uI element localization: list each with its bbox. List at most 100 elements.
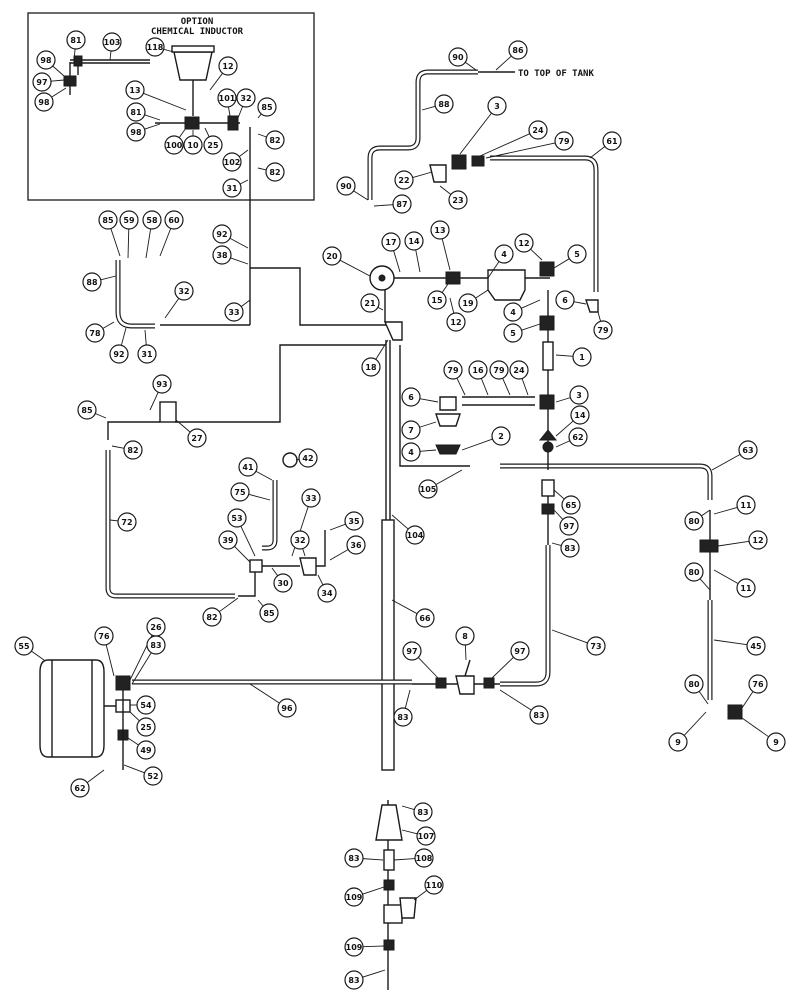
- callout-97: 97: [402, 641, 439, 679]
- callout-bubble: [344, 511, 364, 531]
- callout-number: 16: [472, 366, 484, 375]
- callout-leader: [459, 112, 492, 155]
- fitting-39: [249, 559, 263, 573]
- callout-number: 39: [222, 536, 234, 545]
- callout-bubble: [455, 626, 475, 646]
- callout-4: 4: [487, 244, 514, 279]
- callout-leader: [713, 569, 739, 584]
- callout-32: 32: [290, 530, 310, 557]
- callout-number: 6: [562, 296, 568, 305]
- callout-60: 60: [159, 210, 184, 257]
- callout-bubble: [748, 530, 768, 550]
- callout-bubble: [136, 717, 156, 737]
- callout-bubble: [265, 130, 285, 150]
- callout-bubble: [164, 210, 184, 230]
- callout-83: 83: [344, 969, 386, 990]
- callout-82: 82: [202, 597, 239, 627]
- callout-61: 61: [589, 131, 622, 159]
- callout-number: 62: [572, 433, 583, 442]
- callout-number: 100: [166, 141, 183, 150]
- callout-76: 76: [94, 626, 115, 677]
- callout-number: 12: [518, 239, 529, 248]
- callout-number: 52: [147, 772, 158, 781]
- callout-9: 9: [668, 711, 707, 752]
- callout-leader: [375, 339, 389, 360]
- callout-number: 9: [773, 738, 779, 747]
- hose-72-inner: [106, 450, 235, 598]
- callout-bubble: [381, 232, 401, 252]
- callout-leader: [413, 890, 428, 901]
- callout-number: 30: [277, 579, 289, 588]
- callout-20: 20: [322, 246, 371, 277]
- callout-number: 17: [385, 238, 396, 247]
- callout-leader: [127, 228, 130, 259]
- callout-19: 19: [458, 289, 489, 313]
- callout-number: 45: [750, 642, 762, 651]
- callout-36: 36: [329, 535, 366, 561]
- callout-leader: [175, 419, 191, 433]
- callout-bubble: [448, 190, 468, 210]
- callout-number: 83: [348, 854, 359, 863]
- callout-number: 85: [81, 406, 93, 415]
- callout-97: 97: [553, 509, 579, 536]
- callout-bubble: [218, 530, 238, 550]
- callout-leader: [475, 289, 489, 299]
- callout-leader: [178, 127, 187, 138]
- callout-bubble: [218, 56, 238, 76]
- callout-bubble: [85, 323, 105, 343]
- callout-leader: [393, 250, 401, 273]
- callout-number: 41: [242, 463, 254, 472]
- callout-bubble: [202, 607, 222, 627]
- callout-97: 97: [32, 72, 65, 92]
- callout-leader: [52, 65, 65, 77]
- callout-leader: [419, 398, 439, 403]
- callout-number: 98: [130, 128, 142, 137]
- callout-bubble: [602, 131, 622, 151]
- callout-62: 62: [70, 769, 105, 798]
- callout-25: 25: [129, 711, 156, 737]
- callout-leader: [111, 445, 125, 449]
- callout-bubble: [668, 732, 688, 752]
- callout-leader: [145, 228, 152, 259]
- valve-3-lower: [539, 394, 555, 410]
- callout-88: 88: [82, 272, 117, 292]
- flowmeter-1: [542, 341, 554, 371]
- callout-bubble: [230, 482, 250, 502]
- gauge-42: [282, 452, 298, 468]
- callout-8: 8: [455, 626, 475, 661]
- callout-number: 5: [574, 250, 580, 259]
- valve-22: [429, 164, 447, 183]
- callout-number: 81: [130, 108, 142, 117]
- callout-79: 79: [489, 360, 511, 396]
- callout-leader: [698, 691, 709, 705]
- callout-leader: [555, 440, 570, 448]
- callout-bubble: [125, 80, 145, 100]
- callout-80: 80: [684, 674, 709, 705]
- fitting-97-left: [435, 677, 447, 689]
- callout-118: 118: [145, 37, 175, 57]
- callout-number: 24: [513, 366, 525, 375]
- elbow-18: [383, 321, 403, 341]
- fitting-97-right: [541, 503, 555, 515]
- callout-85: 85: [77, 400, 107, 420]
- callout-109: 109: [344, 937, 385, 957]
- callout-bubble: [402, 641, 422, 661]
- callout-bubble: [143, 766, 163, 786]
- callout-bubble: [559, 516, 579, 536]
- callout-number: 4: [510, 308, 516, 317]
- callout-number: 79: [558, 137, 570, 146]
- callout-leader: [257, 167, 267, 171]
- callout-bubble: [102, 32, 122, 52]
- callout-bubble: [446, 312, 466, 332]
- callout-number: 58: [146, 216, 158, 225]
- callout-number: 25: [140, 723, 152, 732]
- callout-number: 32: [294, 536, 305, 545]
- callout-14: 14: [555, 405, 590, 437]
- callout-number: 11: [740, 584, 752, 593]
- callout-59: 59: [119, 210, 139, 259]
- callout-number: 2: [498, 432, 504, 441]
- callout-number: 83: [397, 713, 408, 722]
- callout-number: 83: [348, 976, 359, 985]
- callout-number: 20: [326, 252, 338, 261]
- callout-leader: [713, 639, 748, 646]
